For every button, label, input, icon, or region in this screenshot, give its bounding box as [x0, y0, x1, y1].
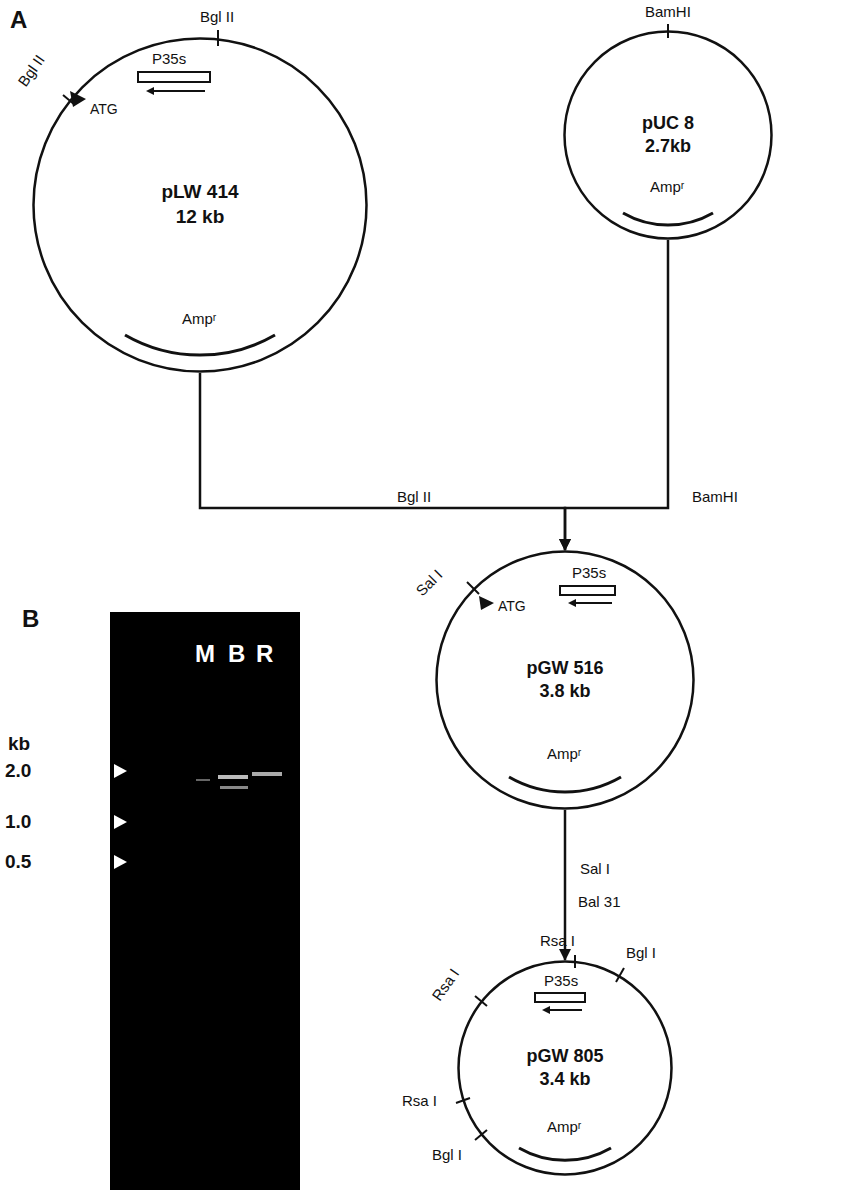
gel-band: [220, 786, 248, 789]
edge-label: Sal I: [578, 860, 612, 877]
site-label: Rsa I: [402, 1092, 437, 1109]
site-label: Bgl I: [432, 1146, 462, 1163]
plasmid-circle: [563, 30, 773, 240]
site-label: Bgl I: [626, 944, 656, 961]
atg-triangle: [479, 596, 494, 610]
promoter-label: P35s: [572, 564, 606, 581]
panel-letter: B: [22, 605, 39, 633]
plasmid-circle: [457, 960, 673, 1176]
lane-label: R: [256, 640, 273, 668]
amp-arc: [509, 777, 621, 792]
gel-image: [110, 612, 300, 1190]
size-label: 0.5: [5, 851, 31, 873]
plasmid-size: 3.4 kb: [539, 1068, 590, 1091]
edge-label: Bgl II: [395, 488, 433, 505]
promoter-arrow: [570, 602, 612, 604]
promoter-label: P35s: [152, 50, 186, 67]
promoter-box: [138, 72, 210, 82]
plasmid-node: pGW 8053.4 kb: [457, 960, 673, 1176]
site-label: Rsa I: [428, 965, 462, 1004]
site-tick: [467, 582, 479, 594]
plasmid-node: pUC 82.7kb: [563, 30, 773, 240]
site-label: Bgl II: [200, 8, 234, 25]
plasmid-circle: [435, 550, 695, 810]
panel-letter: A: [10, 6, 27, 34]
plasmid-name: pGW 516: [526, 657, 603, 680]
size-label: 2.0: [5, 760, 31, 782]
plasmid-text: pGW 8053.4 kb: [457, 960, 673, 1176]
plasmid-outline: [459, 962, 672, 1175]
connector: [565, 240, 668, 550]
size-marker-triangle: [114, 815, 127, 829]
promoter-arrow: [148, 90, 205, 92]
plasmid-size: 2.7kb: [645, 135, 691, 158]
size-marker-triangle: [114, 764, 127, 778]
plasmid-name: pUC 8: [642, 112, 694, 135]
start-codon-label: ATG: [90, 101, 118, 117]
unit-label: kb: [8, 733, 30, 755]
size-label: 1.0: [5, 811, 31, 833]
plasmid-text: pGW 5163.8 kb: [435, 550, 695, 810]
resistance-label: Ampʳ: [547, 745, 581, 762]
promoter-box: [560, 586, 615, 595]
amp-arc: [623, 213, 713, 225]
plasmid-node: pGW 5163.8 kb: [435, 550, 695, 810]
promoter-box: [535, 993, 585, 1002]
plasmid-outline: [565, 32, 772, 239]
lane-label: B: [228, 640, 245, 668]
amp-arc: [125, 335, 275, 355]
plasmid-text: pUC 82.7kb: [563, 30, 773, 240]
plasmid-size: 12 kb: [176, 205, 225, 230]
plasmid-size: 3.8 kb: [539, 680, 590, 703]
plasmid-outline: [437, 552, 694, 809]
plasmid-outline: [34, 39, 367, 372]
resistance-label: Ampʳ: [182, 310, 216, 327]
site-label: Bgl II: [14, 52, 48, 90]
gel-band: [252, 772, 282, 776]
promoter-label: P35s: [544, 972, 578, 989]
size-marker-triangle: [114, 855, 127, 869]
site-label: BamHI: [645, 3, 691, 20]
amp-arc: [519, 1148, 611, 1160]
gel-band: [196, 779, 210, 781]
resistance-label: Ampʳ: [547, 1118, 581, 1135]
start-codon-label: ATG: [498, 598, 526, 614]
site-label: Rsa I: [540, 932, 575, 949]
resistance-label: Ampʳ: [650, 178, 684, 195]
plasmid-name: pGW 805: [526, 1045, 603, 1068]
gel-band: [218, 775, 248, 779]
site-tick: [217, 30, 219, 46]
connector: [200, 373, 565, 550]
site-label: Sal I: [412, 566, 445, 599]
enzyme-label: Bal 31: [578, 893, 621, 910]
edge-label: BamHI: [690, 488, 740, 505]
lane-label: M: [195, 640, 215, 668]
plasmid-name: pLW 414: [161, 180, 238, 205]
promoter-arrow: [544, 1009, 582, 1011]
